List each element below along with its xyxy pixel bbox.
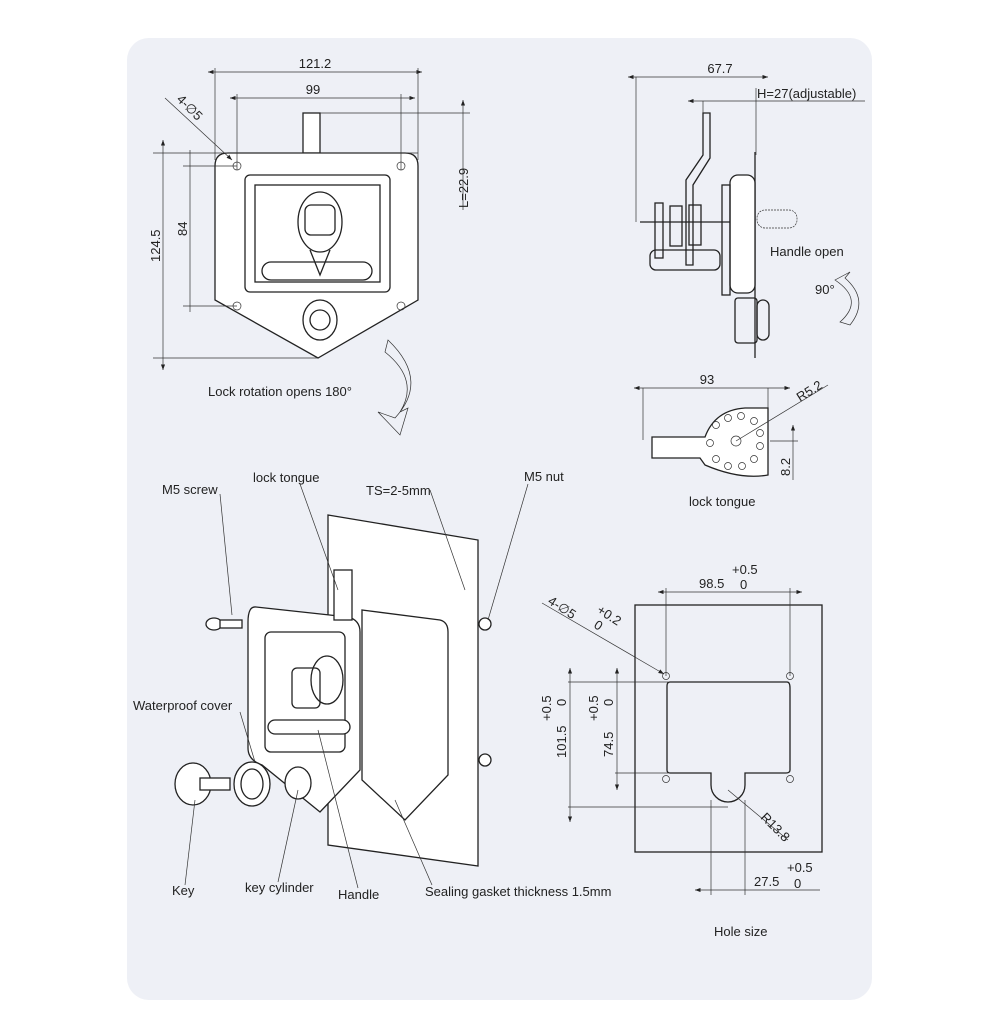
dim-98: 98.5	[699, 576, 724, 591]
dim-99: 99	[306, 82, 320, 97]
tol-upper: +0.5	[539, 695, 554, 721]
flange	[214, 152, 419, 359]
angle-90: 90°	[815, 282, 835, 297]
dim-27: 27.5	[754, 874, 779, 889]
key-cylinder	[302, 299, 338, 341]
label-key: Key	[172, 883, 195, 898]
dim-8: 8.2	[778, 458, 793, 476]
lock-rotation-caption: Lock rotation opens 180°	[208, 384, 352, 399]
tongue	[333, 569, 353, 621]
dim-74: 74.5	[601, 732, 616, 757]
label-lock-tongue: lock tongue	[253, 470, 320, 485]
dim-124: 124.5	[148, 229, 163, 262]
dim-93: 93	[700, 372, 714, 387]
tongue	[302, 112, 321, 154]
m5-nut	[478, 617, 492, 631]
lock-tongue-view: 93 R5.2 8.2 lock tongue	[634, 372, 829, 509]
tol-lower: 0	[794, 876, 801, 891]
dim-84: 84	[175, 222, 190, 236]
panel-outline	[634, 604, 823, 853]
label-ts: TS=2-5mm	[366, 483, 431, 498]
label-handle: Handle	[338, 887, 380, 902]
exploded-view	[174, 483, 529, 889]
dim-holes: 4-∅5	[545, 593, 578, 622]
tol-lower: 0	[601, 699, 616, 706]
dim-R5: R5.2	[794, 377, 825, 404]
m5-screw	[205, 617, 243, 631]
side-view: 67.7 H=27(adjustable) Handle open 90°	[628, 61, 865, 358]
label-waterproof-cover: Waterproof cover	[133, 698, 233, 713]
tol-lower: 0	[554, 699, 569, 706]
dim-holes: 4-∅5	[174, 92, 206, 124]
label-m5-screw: M5 screw	[162, 482, 218, 497]
tol-upper: +0.5	[586, 695, 601, 721]
front-view: 121.2 99 4-∅5 L=22.9 124.5 84 Lock rotat…	[148, 56, 471, 436]
waterproof-cover	[233, 761, 271, 807]
dim-121: 121.2	[299, 56, 332, 71]
handle-open-caption: Handle open	[770, 244, 844, 259]
rotation-arrow	[377, 339, 412, 436]
dim-H: H=27(adjustable)	[757, 86, 856, 101]
cutout	[666, 681, 791, 803]
key-cylinder	[284, 766, 312, 800]
tol-lower: 0	[740, 577, 747, 592]
tol-upper: +0.5	[787, 860, 813, 875]
dim-L: L=22.9	[456, 168, 471, 208]
label-m5-nut: M5 nut	[524, 469, 564, 484]
hole-size-caption: Hole size	[714, 924, 767, 939]
handle	[267, 719, 351, 735]
lock-tongue-caption: lock tongue	[689, 494, 756, 509]
label-gasket: Sealing gasket thickness 1.5mm	[425, 884, 612, 899]
gasket	[361, 609, 449, 821]
hole-size-view: 98.5 +0.5 0 4-∅5 +0.2 0 101.5 +0.5 0 74.…	[539, 562, 823, 939]
handle-rotation-arrow	[834, 271, 860, 326]
dim-101: 101.5	[554, 725, 569, 758]
tol-upper: +0.5	[732, 562, 758, 577]
tol-lower: 0	[591, 617, 605, 634]
dim-67: 67.7	[707, 61, 732, 76]
label-key-cylinder: key cylinder	[245, 880, 314, 895]
